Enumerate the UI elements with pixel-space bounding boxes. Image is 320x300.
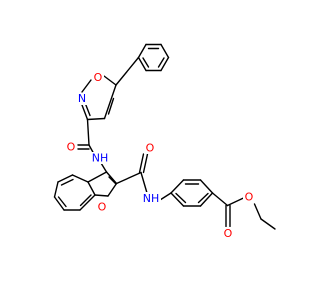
amide-2-nh-label: NH: [143, 192, 160, 205]
benzofuran-benzene-ring: [53, 174, 96, 211]
amide-1: [77, 118, 108, 173]
amide-2-oxygen-label: O: [146, 142, 155, 155]
benzofuran-oxygen-label: O: [98, 201, 107, 214]
phenyl-ring: [137, 43, 170, 72]
amide-2: [115, 153, 172, 201]
isoxazole-oxygen-label: O: [94, 71, 103, 84]
atom-labels: O N O NH O O NH O O: [65, 71, 255, 240]
bonds: [53, 43, 276, 230]
phenyl-isoxazole-bond: [115, 56, 140, 86]
amide-1-nh-label: NH: [92, 152, 109, 165]
isoxazole-ring: [81, 75, 117, 121]
benzofuran-furan-ring: [87, 171, 118, 197]
ethyl-ester: [211, 192, 276, 230]
ester-oxygen-label: O: [245, 191, 254, 204]
molecule-structure: O N O NH O O NH O O: [53, 43, 276, 240]
ester-carbonyl-oxygen-label: O: [224, 227, 233, 240]
amide-1-oxygen-label: O: [67, 141, 76, 154]
para-benzene-ring: [170, 179, 214, 207]
isoxazole-nitrogen-label: N: [78, 92, 86, 105]
